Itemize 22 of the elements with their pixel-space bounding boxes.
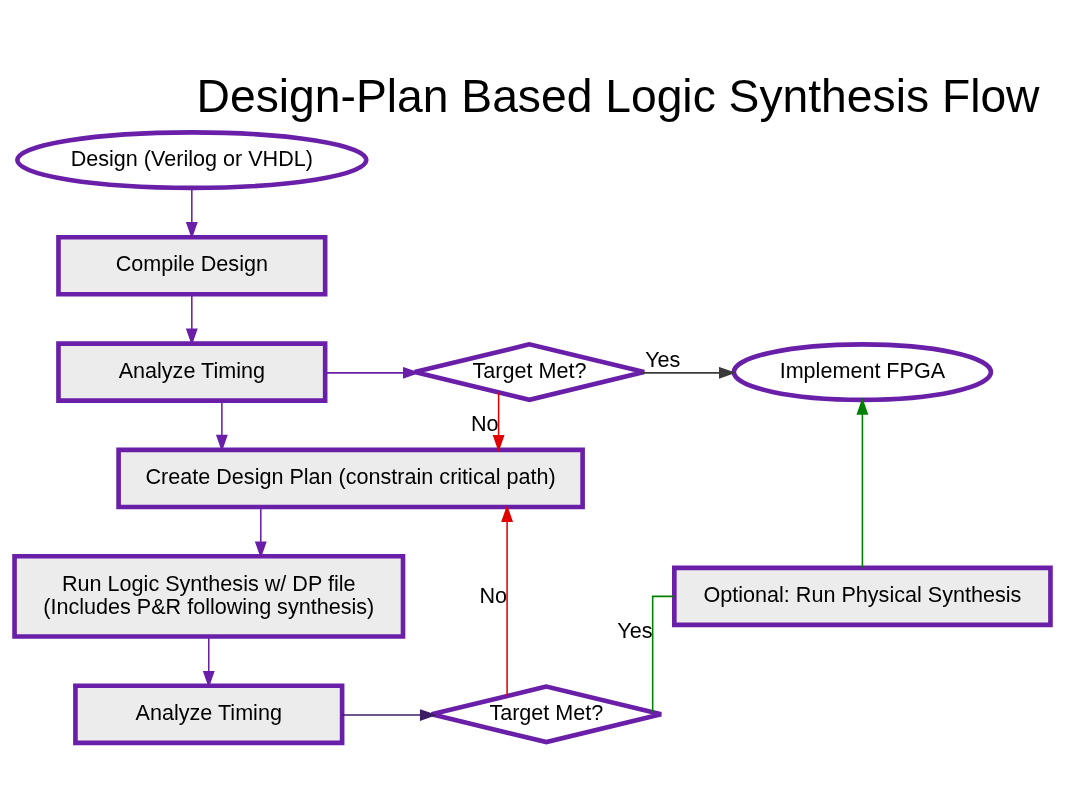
node-box: Run Logic Synthesis w/ DP file (Includes P&R following synthesis) bbox=[12, 553, 406, 639]
arrow bbox=[501, 504, 514, 697]
arrow bbox=[492, 391, 505, 452]
edge-label: No bbox=[479, 582, 508, 608]
arrow bbox=[341, 708, 437, 721]
connector bbox=[651, 595, 676, 713]
node-diamond: Target Met? bbox=[412, 341, 647, 402]
arrow bbox=[856, 397, 869, 568]
node-box: Compile Design bbox=[56, 234, 328, 297]
edge-label: No bbox=[470, 410, 499, 436]
arrow bbox=[640, 366, 736, 379]
diagram-title: Design-Plan Based Logic Synthesis Flow bbox=[196, 69, 1040, 122]
node-box: Optional: Run Physical Synthesis bbox=[672, 565, 1053, 627]
edge-label: Yes bbox=[645, 346, 681, 372]
node-ellipse: Implement FPGA bbox=[731, 341, 994, 402]
node-box: Create Design Plan (constrain critical path) bbox=[116, 447, 585, 509]
arrow bbox=[185, 293, 198, 345]
node-ellipse: Design (Verilog or VHDL) bbox=[15, 129, 369, 190]
edge-label: Yes bbox=[617, 617, 653, 643]
node-box: Analyze Timing bbox=[73, 683, 345, 745]
node-diamond: Target Met? bbox=[429, 683, 664, 744]
node-box: Analyze Timing bbox=[56, 340, 328, 403]
